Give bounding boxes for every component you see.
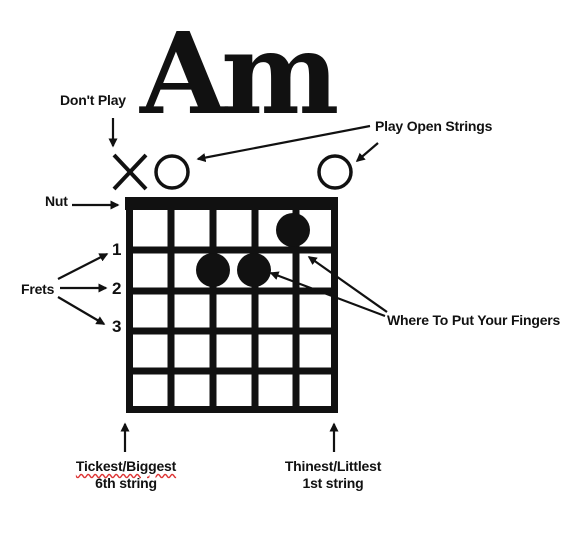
chord-name: Am (140, 9, 339, 140)
frets-arrow-1 (57, 253, 109, 280)
nut (125, 197, 338, 210)
thinnest-string-line1: Thinest/Littlest (284, 458, 382, 474)
thickest-string-label: Tickest/Biggest 6th string (62, 458, 190, 492)
finger-dot-string-2-fret-1 (276, 213, 310, 247)
finger-dot-string-4-fret-2 (196, 253, 230, 287)
play-open-strings-label: Play Open Strings (375, 118, 493, 134)
mute-marker-x (112, 153, 148, 191)
fingers-arrow-upper (307, 256, 388, 313)
fret-number-2: 2 (112, 279, 122, 298)
fingers-arrow-lower (269, 271, 386, 318)
frets-label: Frets (21, 281, 55, 297)
play-open-arrow-right (355, 142, 379, 162)
open-marker-string-1 (317, 154, 353, 190)
thinnest-string-line2: 1st string (302, 475, 364, 491)
thickest-string-line2: 6th string (95, 475, 157, 491)
nut-label: Nut (45, 193, 68, 209)
where-to-put-fingers-label: Where To Put Your Fingers (387, 312, 561, 328)
frets-arrow-3 (57, 296, 106, 325)
fret-number-1: 1 (112, 240, 122, 259)
fretboard (125, 197, 338, 413)
open-marker-string-5 (154, 154, 190, 190)
fret-number-3: 3 (112, 317, 122, 336)
finger-dot-string-3-fret-2 (237, 253, 271, 287)
dont-play-label: Don't Play (60, 92, 126, 108)
play-open-arrow-left (196, 124, 371, 163)
thinnest-string-label: Thinest/Littlest 1st string (268, 458, 398, 492)
thickest-string-line1: Tickest/Biggest (75, 458, 177, 474)
